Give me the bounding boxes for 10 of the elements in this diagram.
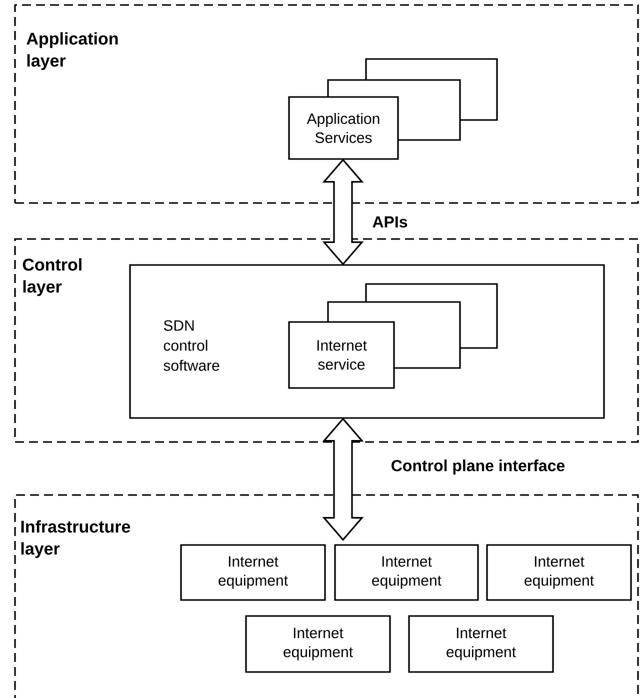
stacked-box: Application Services [288,58,498,160]
edge-label: Control plane interface [388,458,568,476]
process-box: Internet equipment [180,544,326,601]
process-box: Internet equipment [486,544,632,601]
node-label: Application Services [306,112,380,144]
edge-label: APIs [370,214,410,230]
process-box: Internet equipment [408,615,554,673]
stacked-box: Internet service [288,283,498,389]
process-box: Internet equipment [245,615,391,673]
process-box: Internet equipment [334,544,479,601]
